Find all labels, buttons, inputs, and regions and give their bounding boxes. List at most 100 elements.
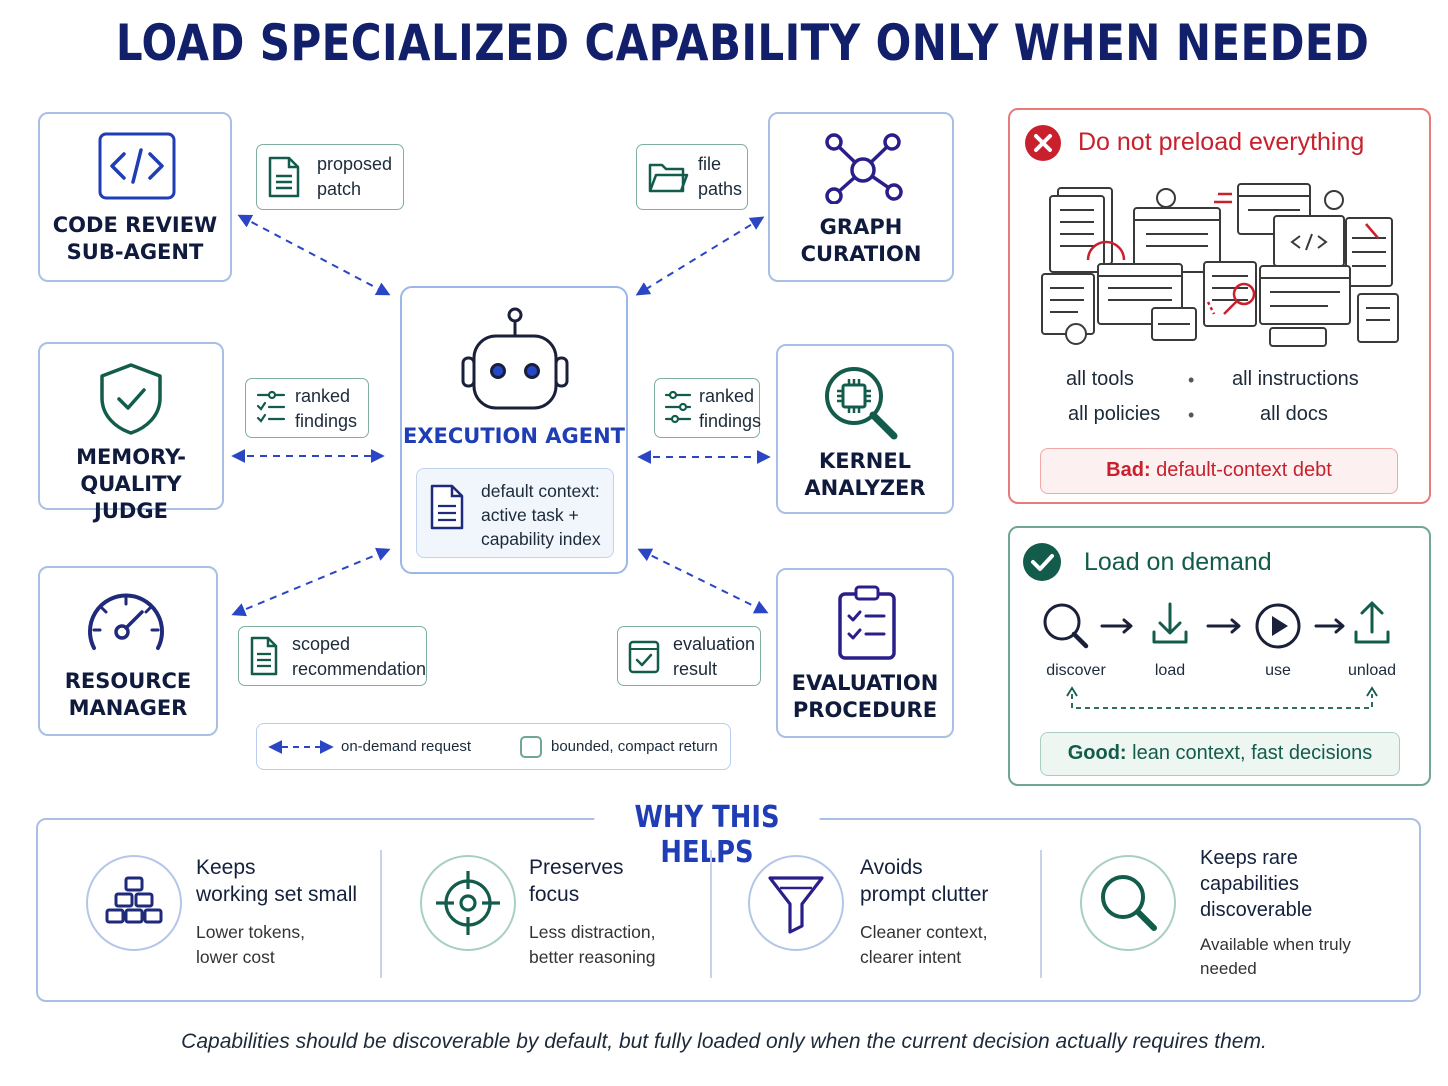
chip-magnifier-icon — [825, 367, 898, 440]
ranked-findings-left-chip: ranked findings — [245, 378, 369, 438]
checkbox-icon — [628, 640, 660, 674]
evaluation-result-chip: evaluation result — [617, 626, 761, 686]
why-item-2-heading: Preserves focus — [529, 856, 624, 906]
bad-item-tools: all tools — [1066, 368, 1134, 390]
ranked-findings-right-text: ranked findings — [699, 386, 762, 431]
file-paths-chip: file paths — [636, 144, 748, 210]
why-item-4-detail: Available when truly needed — [1200, 935, 1351, 978]
legend: on-demand request bounded, compact retur… — [256, 723, 731, 770]
step-use-label: use — [1265, 662, 1291, 679]
evaluation-procedure-label: EVALUATION PROCEDURE — [791, 671, 939, 722]
check-circle-icon — [1023, 543, 1061, 581]
memory-quality-judge-card: MEMORY-QUALITY JUDGE — [38, 342, 224, 523]
resource-manager-label: RESOURCE MANAGER — [64, 669, 192, 720]
bad-item-instructions: all instructions — [1232, 368, 1359, 390]
robot-icon — [461, 307, 569, 410]
execution-agent-label: EXECUTION AGENT — [403, 424, 625, 448]
why-item-4-heading: Keeps rare capabilities discoverable — [1200, 847, 1313, 921]
ranked-findings-right-chip: ranked findings — [654, 378, 762, 438]
download-icon — [1152, 602, 1188, 644]
divider — [380, 850, 382, 978]
lifecycle-flow — [1043, 601, 1390, 649]
footer-caption: Capabilities should be discoverable by d… — [181, 1030, 1267, 1053]
code-icon — [98, 132, 176, 200]
why-icon-circle — [1080, 855, 1176, 951]
kernel-analyzer-label: KERNEL ANALYZER — [804, 449, 926, 500]
divider — [1040, 850, 1042, 978]
chip-legend-icon — [520, 736, 542, 758]
gauge-icon — [88, 593, 164, 650]
why-item-1-detail: Lower tokens, lower cost — [196, 922, 305, 967]
why-item-1-heading: Keeps working set small — [196, 856, 358, 906]
funnel-icon — [768, 876, 824, 934]
upload-icon — [1354, 601, 1390, 644]
good-verdict-bar: Good: lean context, fast decisions — [1040, 732, 1400, 776]
proposed-patch-text: proposed patch — [317, 154, 393, 199]
arrow-code-review — [237, 214, 391, 296]
bad-verdict-text: default-context debt — [1150, 459, 1332, 481]
play-icon — [1255, 603, 1301, 649]
proposed-patch-chip: proposed patch — [256, 144, 404, 210]
why-item-2-detail: Less distraction, better reasoning — [529, 922, 656, 967]
legend-return-label: bounded, compact return — [551, 738, 718, 755]
shield-check-icon — [100, 363, 162, 435]
document-icon — [430, 484, 464, 530]
resource-manager-card: RESOURCE MANAGER — [38, 566, 218, 736]
graph-curation-label: GRAPH CURATION — [800, 215, 922, 266]
code-review-agent-card: CODE REVIEW SUB-AGENT — [38, 112, 232, 282]
execution-agent-card: EXECUTION AGENT default context: active … — [400, 286, 628, 574]
connector-arrows — [231, 214, 771, 617]
step-unload-label: unload — [1347, 662, 1397, 679]
ranked-findings-left-text: ranked findings — [295, 386, 358, 431]
preload-warning-title: Do not preload everything — [1078, 128, 1365, 156]
graph-curation-card: GRAPH CURATION — [768, 112, 954, 282]
scoped-recommendation-text: scoped recommendation — [292, 634, 427, 679]
preload-warning-panel: Do not preload everything — [1008, 108, 1431, 504]
load-on-demand-panel: Load on demand discover load use unload — [1008, 526, 1431, 786]
filter-list-icon — [664, 390, 692, 424]
evaluation-result-text: evaluation result — [673, 634, 756, 679]
why-item-3-heading: Avoids prompt clutter — [860, 856, 989, 906]
step-discover-label: discover — [1046, 662, 1106, 679]
arrow-evaluation — [637, 548, 769, 614]
why-icon-circle — [86, 855, 182, 951]
bullet-separator: • — [1188, 405, 1195, 425]
evaluation-procedure-card: EVALUATION PROCEDURE — [776, 568, 954, 738]
legend-request-label: on-demand request — [341, 738, 472, 755]
filter-list-icon — [256, 390, 286, 423]
divider — [710, 850, 712, 978]
default-context-text: default context: active task + capabilit… — [481, 481, 601, 549]
target-icon — [436, 871, 500, 935]
file-paths-text: file paths — [698, 154, 743, 199]
default-context-box: default context: active task + capabilit… — [416, 468, 614, 558]
why-icon-circle — [748, 855, 844, 951]
dashed-arrow-legend-icon — [268, 740, 334, 754]
kernel-analyzer-card: KERNEL ANALYZER — [776, 344, 954, 514]
search-icon — [1101, 875, 1157, 931]
search-icon — [1043, 603, 1089, 649]
document-icon — [268, 156, 300, 198]
load-on-demand-title: Load on demand — [1084, 548, 1272, 576]
arrow-resource-manager — [231, 547, 391, 617]
graph-network-icon — [825, 133, 903, 204]
cycle-return-arrow — [1066, 686, 1378, 709]
folder-icon — [648, 163, 689, 193]
good-verdict-label: Good: — [1067, 742, 1127, 764]
code-review-label: CODE REVIEW SUB-AGENT — [52, 213, 218, 264]
memory-quality-label: MEMORY-QUALITY JUDGE — [76, 445, 186, 523]
scoped-recommendation-chip: scoped recommendation — [238, 626, 427, 686]
bullet-separator: • — [1188, 370, 1195, 390]
page-title: LOAD SPECIALIZED CAPABILITY ONLY WHEN NE… — [115, 14, 1370, 72]
bad-item-policies: all policies — [1068, 403, 1161, 425]
document-icon — [250, 636, 278, 676]
blocks-icon — [105, 876, 163, 924]
bad-verdict-bar: Bad: default-context debt — [1040, 448, 1398, 494]
good-verdict-text: lean context, fast decisions — [1126, 742, 1373, 764]
step-load-label: load — [1154, 662, 1186, 679]
arrow-graph-curation — [635, 216, 765, 296]
why-item-3-detail: Cleaner context, clearer intent — [860, 922, 988, 967]
cluttered-windows-illustration — [1041, 183, 1399, 347]
bad-item-docs: all docs — [1260, 403, 1328, 425]
bad-verdict-label: Bad: — [1106, 459, 1151, 481]
why-icon-circle — [420, 855, 516, 951]
